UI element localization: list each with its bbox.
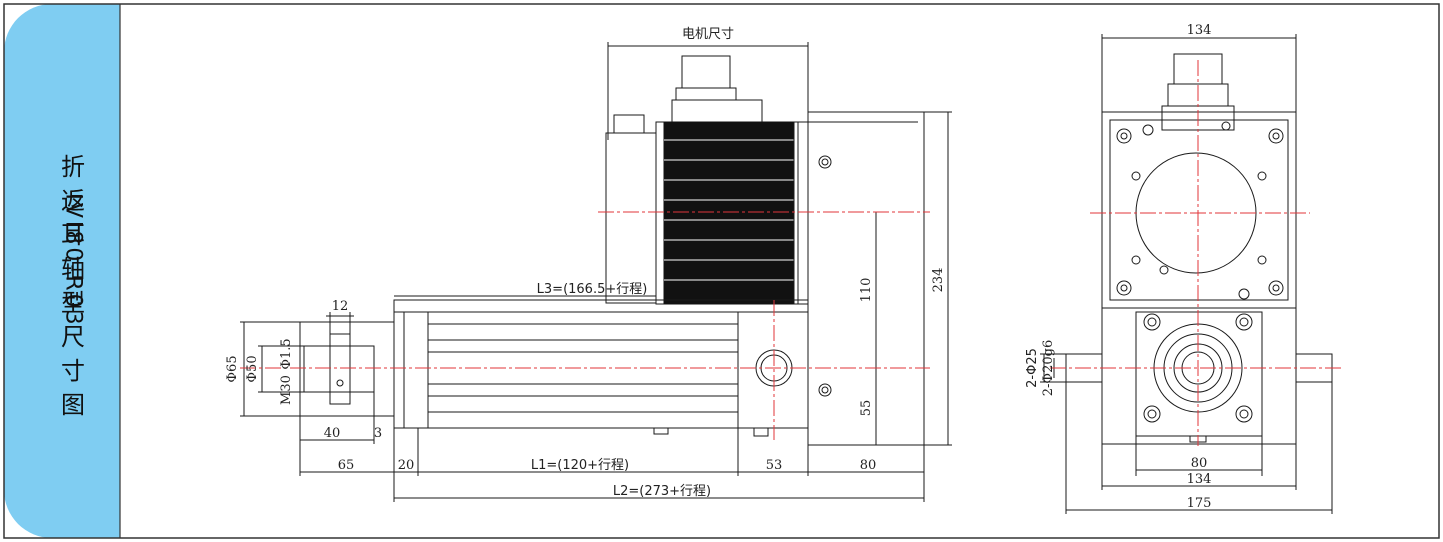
dim-phi1-5: Φ1.5 bbox=[279, 338, 294, 369]
dim-l1: L1=(120+行程) bbox=[531, 458, 629, 473]
front-dim-134-top: 134 bbox=[1187, 23, 1212, 38]
outer-frame bbox=[3, 3, 1440, 539]
sidebar-title: 折 返 耳 轴 型 尺 寸 图 bbox=[61, 153, 85, 419]
front-dim-phi20: 2-Φ20g6 bbox=[1041, 340, 1056, 396]
dim-53: 53 bbox=[766, 458, 783, 473]
side-view bbox=[240, 42, 952, 502]
side-centerlines bbox=[240, 211, 930, 440]
dim-3: 3 bbox=[374, 426, 382, 441]
front-dim-phi25: 2-Φ25 bbox=[1025, 348, 1040, 388]
dim-l2: L2=(273+行程) bbox=[613, 484, 711, 499]
dim-phi65: Φ65 bbox=[225, 355, 240, 382]
dim-l3: L3=(166.5+行程) bbox=[537, 282, 648, 297]
dim-12: 12 bbox=[332, 299, 349, 314]
dim-20: 20 bbox=[398, 458, 415, 473]
front-view bbox=[1040, 34, 1333, 514]
dim-80: 80 bbox=[860, 458, 877, 473]
dim-110: 110 bbox=[859, 278, 874, 303]
dim-40: 40 bbox=[324, 426, 341, 441]
dim-55: 55 bbox=[859, 400, 874, 417]
front-dim-134-bottom: 134 bbox=[1187, 472, 1212, 487]
motor-size-label: 电机尺寸 bbox=[682, 27, 734, 42]
front-centerlines bbox=[1050, 60, 1344, 446]
sidebar-panel bbox=[4, 4, 120, 538]
dim-65: 65 bbox=[338, 458, 355, 473]
dim-234: 234 bbox=[931, 268, 946, 293]
front-dim-175: 175 bbox=[1187, 496, 1212, 511]
dim-phi50: Φ50 bbox=[245, 355, 260, 382]
dim-m30: M30 bbox=[279, 375, 294, 405]
front-dim-80: 80 bbox=[1191, 456, 1208, 471]
